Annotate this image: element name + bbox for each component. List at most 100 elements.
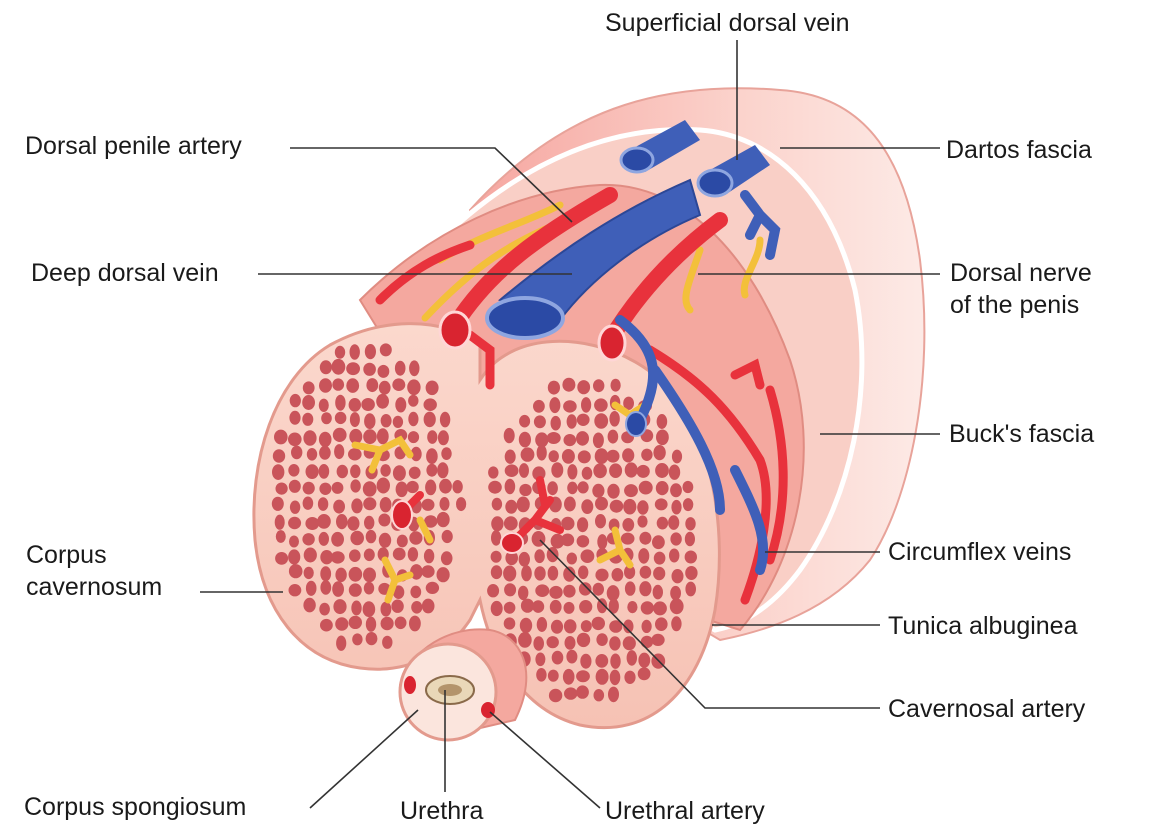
sinusoid — [548, 566, 559, 581]
sinusoid — [552, 651, 564, 665]
sinusoid — [610, 654, 620, 669]
sinusoid — [534, 566, 545, 580]
sinusoid — [685, 551, 697, 564]
sinusoid — [321, 412, 332, 424]
sinusoid — [518, 632, 532, 648]
sinusoid — [564, 602, 575, 614]
sinusoid — [397, 535, 408, 548]
sinusoid — [519, 463, 529, 478]
sinusoid — [320, 619, 333, 632]
sinusoid — [336, 636, 346, 651]
sinusoid — [350, 412, 360, 427]
sinusoid — [306, 464, 319, 479]
sinusoid — [424, 549, 434, 563]
sinusoid — [567, 482, 577, 495]
sinusoid — [363, 497, 376, 510]
sinusoid — [363, 601, 376, 617]
sinusoid — [422, 599, 435, 614]
sinusoid — [668, 515, 679, 530]
sinusoid — [576, 685, 589, 698]
label-tunica-albuginea: Tunica albuginea — [888, 611, 1078, 642]
sinusoid — [491, 530, 501, 546]
sinusoid — [639, 532, 651, 545]
sinusoid — [336, 514, 348, 529]
sinusoid — [565, 636, 576, 650]
sinusoid — [352, 633, 362, 645]
sinusoid — [549, 450, 559, 462]
sinusoid — [333, 599, 346, 614]
sinusoid — [363, 363, 376, 376]
sinusoid — [333, 428, 347, 442]
sinusoid — [392, 378, 405, 391]
sinusoid — [566, 650, 577, 664]
sinusoid — [492, 498, 502, 511]
sinusoid — [608, 430, 619, 444]
sinusoid — [302, 533, 314, 545]
sinusoid — [456, 497, 466, 511]
sinusoid — [408, 412, 418, 426]
sinusoid — [621, 533, 635, 545]
sinusoid — [519, 552, 530, 567]
sinusoid — [582, 467, 593, 480]
sinusoid — [376, 394, 389, 409]
sinusoid — [567, 553, 577, 565]
sinusoid — [426, 448, 438, 464]
sinusoid — [349, 567, 363, 582]
label-deep-dorsal-vein: Deep dorsal vein — [31, 258, 219, 289]
sinusoid — [303, 598, 315, 613]
sinusoid — [272, 497, 284, 511]
sinusoid — [319, 483, 331, 495]
sinusoid — [532, 600, 544, 613]
sinusoid — [349, 398, 361, 412]
label-corpus-cavernosum: Corpus cavernosum — [26, 540, 162, 604]
sinusoid — [332, 378, 344, 390]
label-corpus-spongiosum: Corpus spongiosum — [24, 792, 246, 823]
sinusoid — [592, 484, 604, 498]
sinusoid — [319, 603, 330, 616]
sinusoid — [409, 531, 422, 544]
sinusoid — [317, 514, 331, 529]
label-dorsal-nerve-line1: Dorsal nerve — [950, 258, 1092, 290]
sinusoid — [505, 464, 519, 477]
sinusoid — [332, 359, 346, 375]
sinusoid — [607, 450, 620, 463]
sinusoid — [607, 484, 619, 499]
sinusoid — [365, 344, 376, 359]
sinusoid — [671, 616, 681, 631]
sinusoid — [564, 619, 577, 633]
sinusoid — [641, 636, 653, 648]
label-urethral-artery: Urethral artery — [605, 796, 765, 827]
sinusoid — [611, 379, 621, 392]
sinusoid — [291, 446, 302, 460]
sinusoid — [424, 398, 437, 411]
sinusoid — [535, 653, 545, 667]
sinusoid — [567, 464, 577, 479]
sinusoid — [363, 568, 376, 583]
sinusoid — [393, 548, 406, 561]
sinusoid — [396, 482, 408, 498]
sinusoid — [638, 667, 651, 680]
sinusoid — [305, 517, 319, 530]
sinusoid — [612, 568, 624, 581]
sinusoid — [438, 430, 449, 445]
sinusoid — [366, 632, 378, 645]
sinusoid — [521, 599, 534, 613]
sinusoid — [350, 465, 360, 479]
sinusoid — [579, 582, 592, 595]
sinusoid — [653, 601, 667, 615]
sinusoid — [581, 620, 592, 632]
sinusoid — [304, 548, 317, 563]
sinusoid — [275, 552, 288, 565]
sinusoid — [504, 617, 516, 629]
sinusoid — [334, 444, 344, 459]
sinusoid — [364, 413, 375, 429]
sinusoid — [562, 378, 575, 392]
sinusoid — [377, 428, 389, 444]
urethral-artery-right — [481, 702, 495, 718]
sinusoid — [441, 447, 451, 460]
sinusoid — [332, 581, 344, 597]
sinusoid — [276, 483, 288, 495]
sinusoid — [547, 481, 558, 495]
sinusoid — [307, 448, 317, 461]
sinusoid — [408, 547, 418, 561]
